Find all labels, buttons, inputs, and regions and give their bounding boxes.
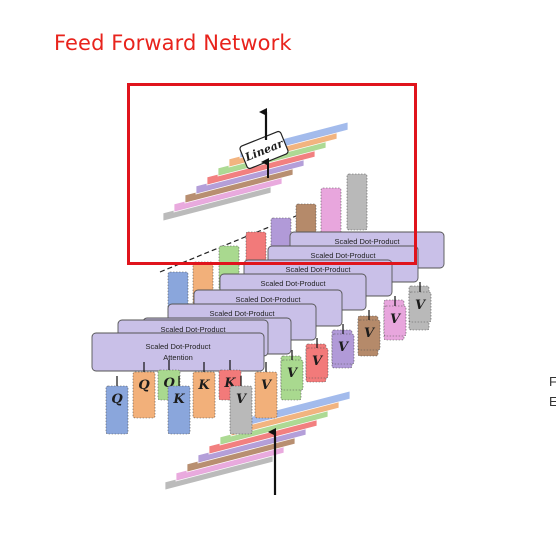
input-bar-0: Q [105, 376, 129, 435]
input-bar-label: Q [138, 378, 150, 393]
input-bar-label: V [287, 366, 299, 381]
attention-head-label: Scaled Dot-Product [209, 309, 275, 318]
attention-head-label: Scaled Dot-Product [160, 325, 226, 334]
input-bar-label: K [197, 378, 210, 393]
input-bar-7: V [254, 362, 278, 419]
input-bar-label: V [236, 392, 248, 407]
input-bar-4: K [192, 362, 216, 419]
attention-head-label: Scaled Dot-Product [285, 265, 351, 274]
attention-label-line1: Scaled Dot-Product [145, 342, 211, 351]
input-bar-label: V [364, 326, 376, 341]
edge-text-2: E [549, 394, 556, 409]
input-embedding-stack [164, 390, 351, 491]
input-bar-11: V [357, 310, 381, 351]
input-bar-9: V [305, 338, 329, 379]
input-bar-label: V [261, 378, 273, 393]
input-bar-label: V [390, 312, 402, 327]
attention-label-line2: Attention [163, 353, 193, 362]
diagram-title: Feed Forward Network [54, 31, 292, 55]
input-bar-3: K [167, 376, 191, 435]
input-bar-label: Q [111, 392, 123, 407]
input-bar-8: V [280, 350, 304, 391]
input-bar-10: V [331, 324, 355, 365]
head-column-6 [320, 187, 342, 237]
input-bar-label: V [312, 354, 324, 369]
input-bar-label: V [338, 340, 350, 355]
input-bar-1: Q [132, 362, 156, 419]
attention-head-label: Scaled Dot-Product [260, 279, 326, 288]
attention-head-label: Scaled Dot-Product [235, 295, 301, 304]
attention-head-label: Scaled Dot-Product [310, 251, 376, 260]
input-bar-13: V [408, 282, 432, 323]
input-bar-label: V [415, 298, 427, 313]
head-column-7 [346, 173, 368, 231]
input-bar-12: V [383, 296, 407, 337]
edge-text-1: F [549, 374, 556, 389]
input-bar-6: V [229, 376, 253, 435]
input-bar-label: K [172, 392, 185, 407]
attention-head-label: Scaled Dot-Product [334, 237, 400, 246]
feed-forward-highlight [127, 83, 417, 265]
